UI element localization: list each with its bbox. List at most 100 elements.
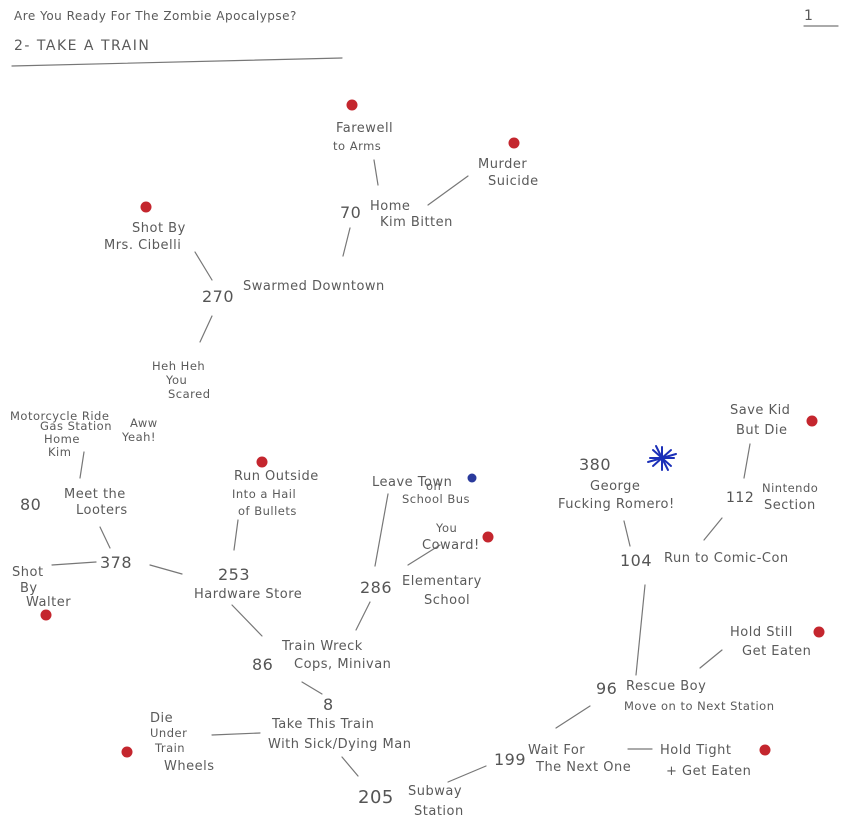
node-hold-tight-line-2: + Get Eaten — [666, 764, 751, 779]
node-heh-line-3: Scared — [168, 387, 211, 401]
node-motorcycle-line-3: Home — [44, 432, 80, 446]
node-253-number: 253 — [218, 565, 250, 584]
edge-8-die-under — [211, 732, 261, 736]
node-86-number: 86 — [252, 655, 273, 674]
ending-dot-run-outside — [256, 456, 268, 468]
escape-dot-leave-town — [467, 473, 477, 483]
node-hold-tight: Hold Tight + Get Eaten — [660, 743, 751, 779]
ending-dot-murder — [508, 137, 520, 149]
node-motorcycle-line-1: Motorcycle Ride — [10, 409, 109, 423]
node-270-number: 270 — [202, 287, 234, 306]
node-8: 8 Take This Train With Sick/Dying Man — [268, 695, 411, 752]
node-run-outside-line-2: Into a Hail — [232, 487, 296, 501]
node-die-under-line-3: Train — [154, 741, 185, 755]
node-motorcycle-line-4: Kim — [48, 445, 71, 459]
node-die-under-line-2: Under — [150, 726, 187, 740]
edge-80-motorcycle — [79, 451, 85, 479]
node-86-line-2: Cops, Minivan — [294, 657, 391, 672]
node-motorcycle-line-2: Gas Station — [40, 419, 112, 433]
node-86: Train Wreck 86 Cops, Minivan — [252, 639, 391, 674]
node-205-line-2: Station — [414, 804, 464, 819]
node-96-number: 96 — [596, 679, 617, 698]
node-86-line-1: Train Wreck — [281, 639, 363, 654]
edge-286-leave — [374, 493, 389, 567]
node-leave-town-line-2: on — [426, 479, 441, 493]
node-70-line-2: Kim Bitten — [380, 215, 453, 230]
node-199-number: 199 — [494, 750, 526, 769]
node-heh-line-1: Heh Heh — [152, 359, 205, 373]
node-leave-town-line-3: School Bus — [402, 492, 470, 506]
node-286-line-1: Elementary — [402, 574, 482, 589]
header-underline — [11, 57, 343, 67]
header: Are You Ready For The Zombie Apocalypse?… — [11, 8, 839, 67]
node-380-line-2: Fucking Romero! — [558, 497, 675, 512]
edge-253-86 — [231, 604, 263, 637]
node-112-line-2: Section — [764, 498, 816, 513]
node-96: 96 Rescue Boy Move on to Next Station — [596, 679, 775, 713]
node-112-line-1: Nintendo — [762, 481, 818, 495]
node-shot-walter-line-3: Walter — [26, 595, 71, 610]
node-253: 253 Hardware Store — [194, 565, 302, 602]
node-farewell-line-2: to Arms — [333, 139, 381, 153]
node-253-line-1: Hardware Store — [194, 587, 302, 602]
node-motorcycle: Motorcycle Ride Gas Station Home Kim — [10, 409, 112, 459]
node-run-outside: Run Outside Into a Hail of Bullets — [232, 469, 319, 518]
header-subtitle: 2- TAKE A TRAIN — [14, 38, 150, 54]
node-aww-line-2: Yeah! — [121, 430, 156, 444]
node-run-outside-line-1: Run Outside — [234, 469, 319, 484]
edge-96-104 — [635, 584, 646, 676]
node-save-kid-line-2: But Die — [736, 423, 788, 438]
ending-dot-hold-still — [813, 626, 825, 638]
edge-104-112 — [703, 517, 723, 541]
edge-80-378 — [99, 526, 111, 549]
node-coward-line-2: Coward! — [422, 538, 480, 553]
node-380: 380 George Fucking Romero! — [558, 455, 675, 512]
node-270-line-1: Swarmed Downtown — [243, 279, 385, 294]
connector-lines — [51, 159, 751, 783]
node-96-line-2: Move on to Next Station — [624, 699, 775, 713]
edge-205-199 — [447, 765, 487, 783]
ending-dot-hold-tight — [759, 744, 771, 756]
node-205-line-1: Subway — [408, 784, 462, 799]
edge-378-shot-walter — [51, 561, 97, 566]
edge-112-save-kid — [743, 443, 751, 479]
node-70-line-1: Home — [370, 199, 410, 214]
node-205-number: 205 — [358, 787, 394, 808]
edge-199-96 — [555, 705, 591, 729]
node-112-number: 112 — [726, 490, 754, 506]
node-104-number: 104 — [620, 551, 652, 570]
ending-dot-save-kid — [806, 415, 818, 427]
edge-270-shot-cibelli — [194, 251, 213, 281]
edge-70-farewell — [373, 159, 379, 186]
node-aww-line-1: Aww — [130, 416, 158, 430]
edge-286-coward — [407, 544, 441, 566]
node-farewell-line-1: Farewell — [336, 121, 393, 136]
node-murder-line-1: Murder — [478, 157, 527, 172]
node-hold-tight-line-1: Hold Tight — [660, 743, 731, 758]
node-shot-walter-line-1: Shot — [12, 565, 44, 580]
node-8-line-1: Take This Train — [271, 717, 374, 732]
node-murder: Murder Suicide — [478, 157, 538, 189]
edge-270-70 — [342, 227, 351, 257]
ending-markers — [40, 99, 825, 758]
node-hold-still: Hold Still Get Eaten — [730, 625, 811, 659]
node-coward: You Coward! — [422, 521, 480, 553]
node-run-outside-line-3: of Bullets — [238, 504, 297, 518]
ending-dot-farewell — [346, 99, 358, 111]
node-die-under: Die Under Train Wheels — [150, 711, 214, 774]
node-shot-cibelli-line-1: Shot By — [132, 221, 186, 236]
node-heh-line-2: You — [165, 373, 187, 387]
node-heh: Heh Heh You Scared — [152, 359, 211, 401]
node-die-under-line-1: Die — [150, 711, 173, 726]
node-hold-still-line-1: Hold Still — [730, 625, 793, 640]
node-shot-cibelli: Shot By Mrs. Cibelli — [104, 221, 186, 253]
node-199-line-2: The Next One — [535, 760, 631, 775]
edge-8-205 — [341, 756, 359, 777]
node-save-kid: Save Kid But Die — [730, 403, 790, 438]
node-378: 378 — [100, 553, 132, 572]
node-70-number: 70 — [340, 203, 361, 222]
header-title: Are You Ready For The Zombie Apocalypse? — [14, 9, 297, 23]
node-104-line-1: Run to Comic-Con — [664, 551, 789, 566]
node-286: 286 Elementary School — [360, 574, 482, 608]
